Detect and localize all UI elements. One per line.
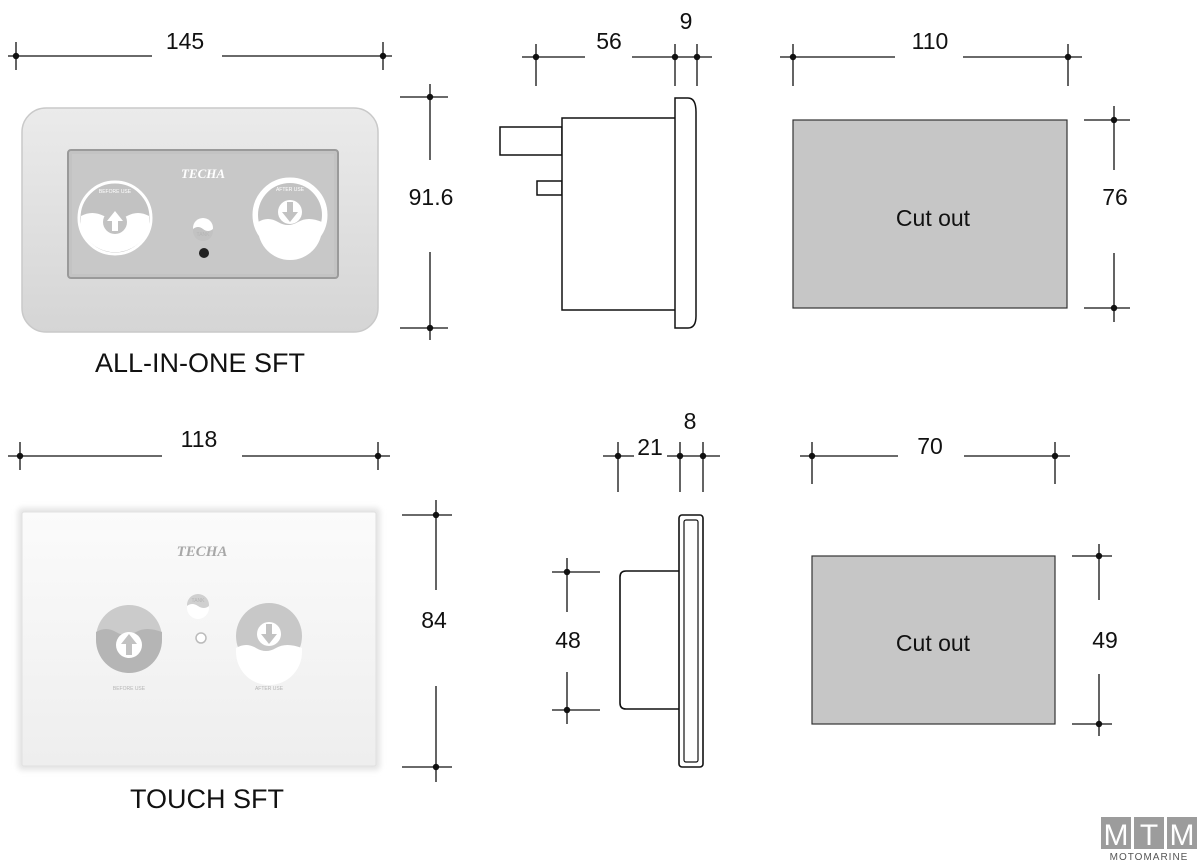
logo-letter-2: T — [1140, 819, 1158, 852]
touch-caption: TOUCH SFT — [130, 784, 284, 814]
tank-label: TANK — [192, 598, 206, 604]
motomarine-logo: M T M MOTOMARINE — [1101, 817, 1197, 863]
cutout-width-label-bottom: 70 — [917, 433, 943, 459]
dimension-front-width-top — [8, 42, 392, 70]
all-in-one-side-view — [499, 97, 697, 329]
all-in-one-caption: ALL-IN-ONE SFT — [95, 348, 305, 378]
arrow-up-icon — [107, 211, 123, 231]
dimension-side-body-height — [552, 558, 600, 724]
after-use-label: AFTER USE — [255, 686, 284, 692]
cutout-label-top: Cut out — [896, 205, 971, 231]
dimension-cutout-width-top — [780, 44, 1082, 86]
before-use-label: BEFORE USE — [113, 686, 146, 692]
dimension-cutout-width-bottom — [800, 442, 1070, 484]
cutout-height-label-bottom: 49 — [1092, 627, 1118, 653]
logo-word: MOTOMARINE — [1110, 852, 1189, 863]
logo-letter-3: M — [1170, 819, 1195, 852]
arrow-down-icon — [261, 624, 277, 644]
touch-cutout — [811, 555, 1056, 725]
dimension-side-depth-top — [522, 44, 712, 86]
cutout-label-bottom: Cut out — [896, 630, 971, 656]
brand-logo: TECHA — [177, 544, 228, 560]
side-body-height-label: 48 — [555, 627, 581, 653]
arrow-down-icon — [282, 202, 298, 222]
dimension-front-width-bottom — [8, 442, 390, 470]
side-flange-label: 9 — [680, 8, 693, 34]
before-use-label: BEFORE USE — [99, 189, 132, 195]
brand-logo: TECHA — [181, 166, 225, 181]
front-width-label: 145 — [166, 28, 204, 54]
dimension-cutout-height-top — [1084, 106, 1130, 322]
cutout-height-label-top: 76 — [1102, 184, 1128, 210]
tank-indicator: TANK — [187, 594, 209, 644]
after-use-button[interactable]: AFTER USE — [236, 603, 302, 692]
dimension-cutout-height-bottom — [1072, 544, 1112, 736]
touch-side-view — [619, 514, 704, 768]
before-use-button[interactable]: BEFORE USE — [96, 605, 162, 692]
after-use-button[interactable]: AFTER USE — [252, 177, 328, 260]
before-use-button[interactable]: BEFORE USE — [77, 180, 153, 256]
tank-indicator: TANK — [193, 218, 213, 258]
front-width-label-bottom: 118 — [181, 426, 218, 452]
side-depth-label: 56 — [596, 28, 622, 54]
side-flange-label-bottom: 8 — [684, 408, 697, 434]
side-depth-label-bottom: 21 — [637, 434, 663, 460]
logo-letter-1: M — [1104, 819, 1129, 852]
front-height-label-bottom: 84 — [421, 607, 447, 633]
touch-front-panel: TECHA BEFORE USE AFTER USE TANK — [18, 508, 380, 770]
dimension-front-height-top — [400, 84, 448, 340]
dimension-side-depth-bottom — [603, 442, 720, 492]
after-use-label: AFTER USE — [276, 187, 305, 193]
front-height-label: 91.6 — [409, 184, 454, 210]
arrow-up-icon — [121, 634, 137, 655]
cutout-width-label-top: 110 — [912, 28, 949, 54]
dimension-front-height-bottom — [402, 500, 452, 782]
tank-label: TANK — [197, 232, 211, 238]
all-in-one-cutout — [792, 119, 1068, 309]
all-in-one-front-panel: TECHA BEFORE USE AFTER USE TANK — [21, 107, 379, 333]
